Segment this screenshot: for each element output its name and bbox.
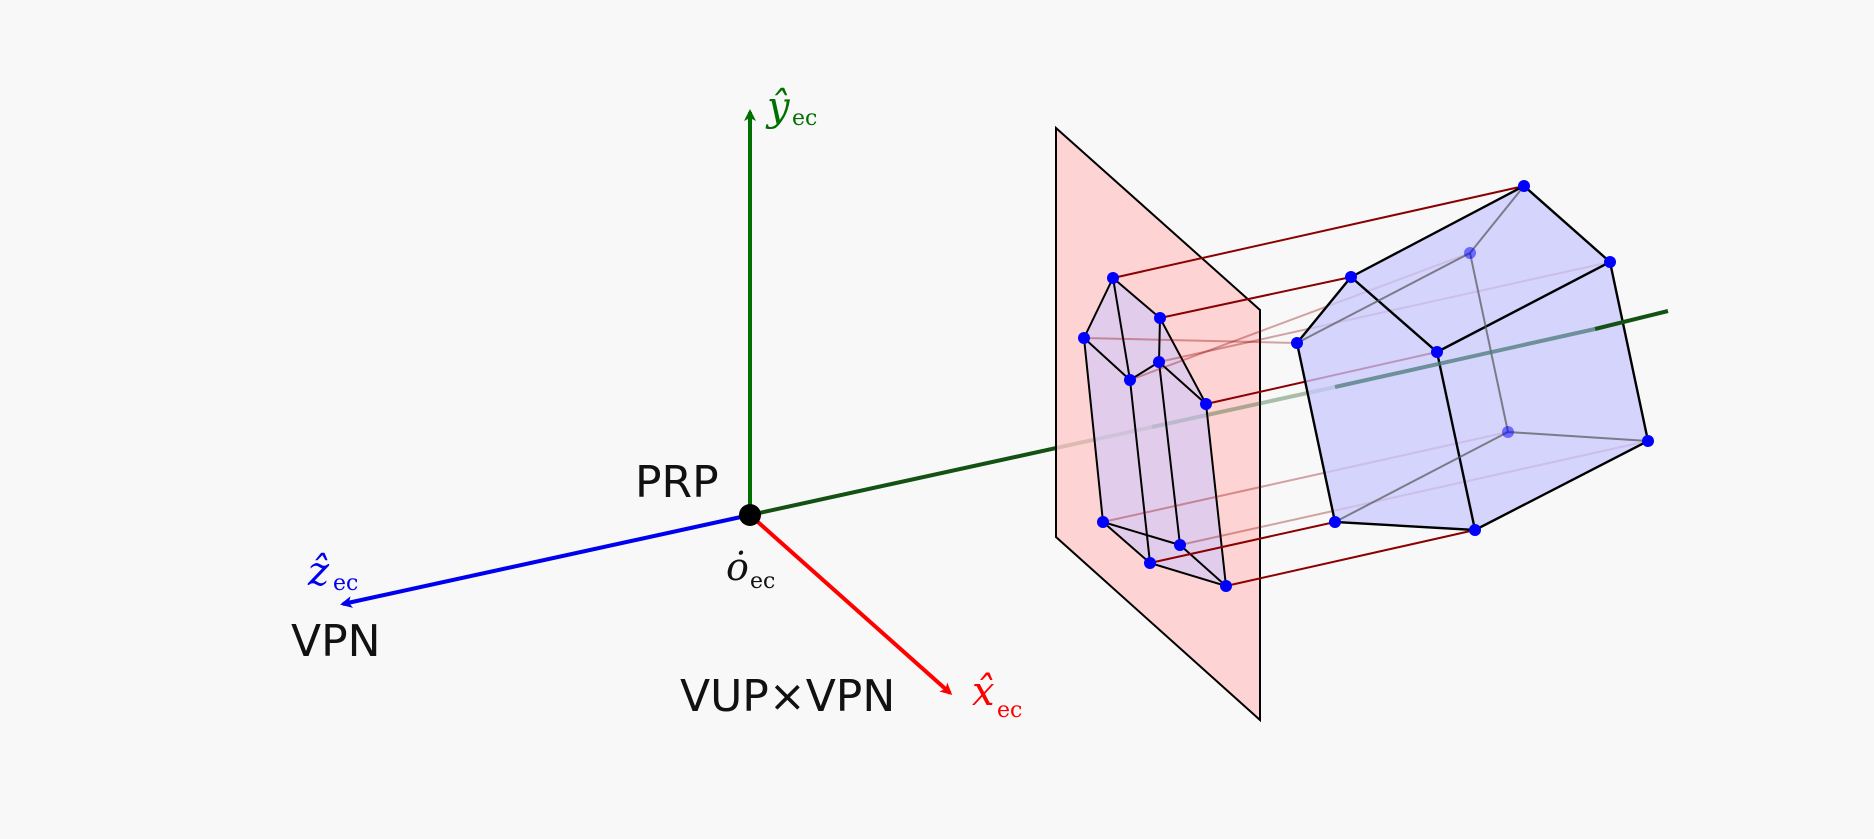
projected-house-face	[1084, 278, 1226, 586]
vertex	[1604, 256, 1616, 268]
vertex	[1153, 356, 1165, 368]
z-axis-subscript: ec	[333, 571, 358, 596]
vertex	[1220, 580, 1232, 592]
vertex	[1097, 516, 1109, 528]
vertex	[1154, 312, 1166, 324]
z-axis	[340, 513, 751, 608]
house-hidden-edge	[1334, 431, 1509, 523]
vpn-label: VPN	[291, 616, 381, 667]
x-axis	[748, 513, 953, 695]
view-direction-line-house	[1334, 327, 1596, 389]
projector-line	[1149, 521, 1336, 564]
vertex	[1502, 426, 1514, 438]
vertex	[1345, 271, 1357, 283]
projected-wall-edge	[1179, 544, 1227, 587]
vertex	[1107, 272, 1119, 284]
vertex	[1329, 516, 1341, 528]
projected-house	[1083, 276, 1228, 588]
vertex	[1291, 337, 1303, 349]
house-vertices	[1291, 180, 1654, 536]
vup-cross-vpn-label: VUP×VPN	[680, 671, 895, 722]
origin-subscript: ec	[750, 569, 775, 594]
vertex	[1078, 332, 1090, 344]
x-axis-subscript: ec	[997, 698, 1022, 723]
projected-wall-edge	[1158, 361, 1181, 546]
vertex	[1431, 346, 1443, 358]
prp-label: PRP	[635, 457, 719, 508]
vertex	[1469, 524, 1481, 536]
view-direction-line-back	[1594, 309, 1669, 331]
x-axis-label: x̂	[972, 669, 995, 715]
projected-roof-edge	[1158, 317, 1161, 363]
origin-label: ȯ	[726, 545, 749, 589]
z-axis-label: ẑ	[307, 549, 330, 595]
projected-ridge-edge	[1083, 337, 1207, 405]
vertex	[1124, 374, 1136, 386]
projected-roof-edge	[1083, 276, 1207, 405]
y-axis-subscript: ec	[792, 106, 817, 131]
y-axis-label: ŷ	[765, 84, 791, 130]
projected-wall-edge	[1102, 521, 1181, 546]
vertex	[1144, 557, 1156, 569]
vertex	[1174, 539, 1186, 551]
vertex	[1464, 247, 1476, 259]
vertex	[1518, 180, 1530, 192]
projector-line	[1159, 276, 1352, 319]
projected-vertices	[1078, 272, 1232, 592]
projector-line	[1083, 337, 1298, 344]
projected-roof-edge	[1112, 277, 1131, 381]
prp-point	[739, 504, 761, 526]
house-wall-edge	[1435, 351, 1477, 531]
projector-line	[1112, 185, 1525, 279]
vertex	[1642, 435, 1654, 447]
house-roof-edge	[1296, 184, 1613, 354]
projector-line	[1225, 529, 1476, 587]
projected-wall-edge	[1129, 379, 1151, 564]
vertex	[1200, 398, 1212, 410]
